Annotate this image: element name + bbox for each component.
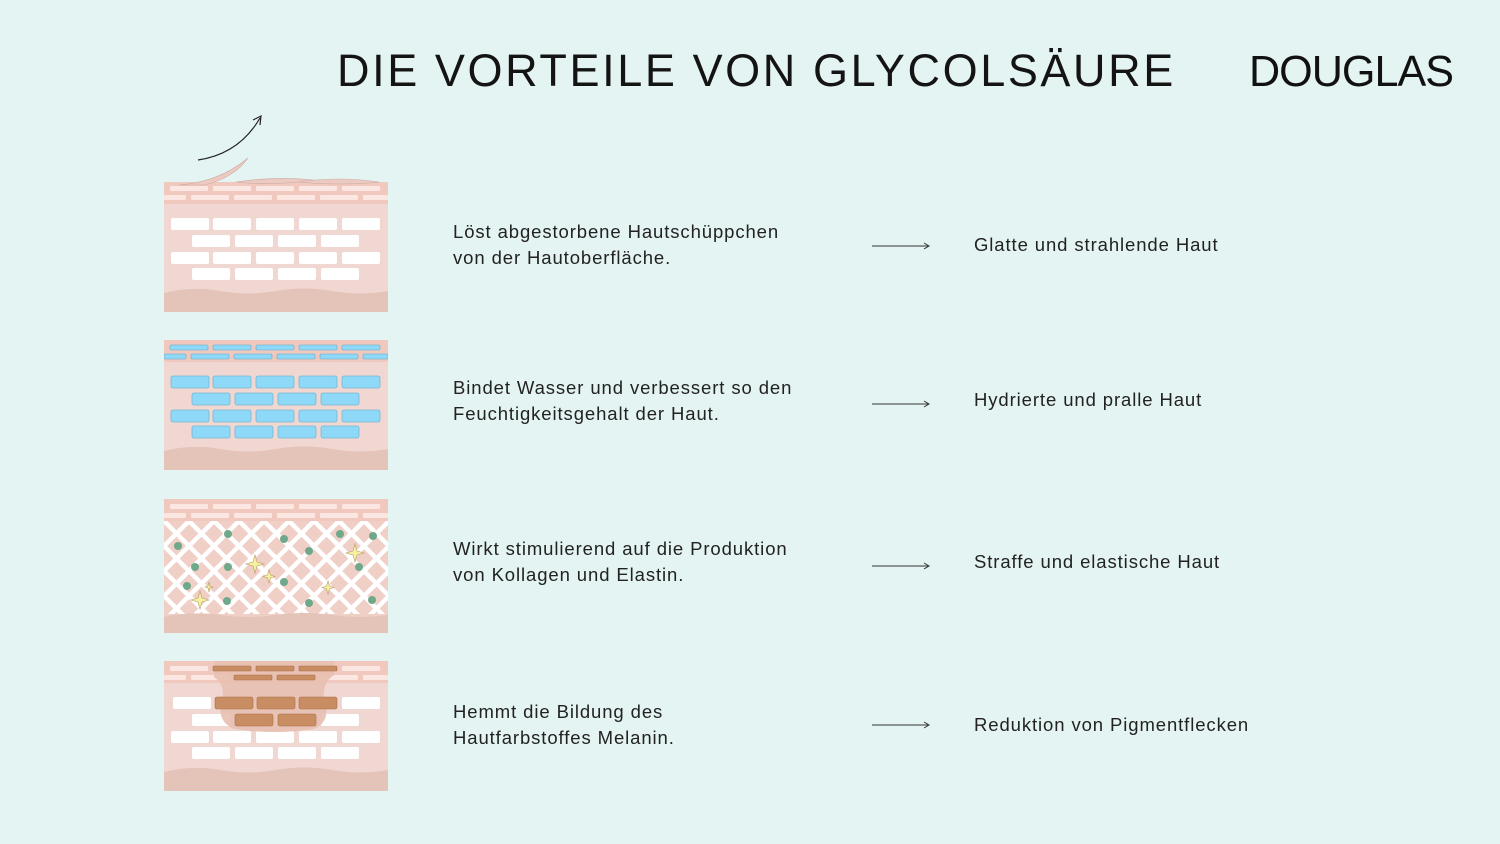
benefit-description: Wirkt stimulierend auf die Produktion vo… — [453, 536, 788, 588]
benefit-description: Löst abgestorbene Hautschüppchen von der… — [453, 219, 779, 271]
exfoliation-skin-icon — [164, 114, 388, 312]
benefit-result: Straffe und elastische Haut — [974, 551, 1221, 572]
arrow-right-icon — [872, 242, 930, 250]
description-line-2: von der Hautoberfläche. — [453, 247, 672, 268]
pigmentation-skin-icon — [164, 661, 388, 791]
arrow-right-icon — [872, 562, 930, 570]
description-line-1: Löst abgestorbene Hautschüppchen — [453, 221, 780, 242]
description-line-1: Hemmt die Bildung des — [453, 701, 664, 722]
description-line-2: Hautfarbstoffes Melanin. — [453, 727, 675, 748]
hydration-skin-icon — [164, 340, 388, 470]
description-line-2: Feuchtigkeitsgehalt der Haut. — [453, 403, 720, 424]
collagen-skin-icon — [164, 499, 388, 633]
benefit-result: Reduktion von Pigmentflecken — [974, 714, 1250, 735]
benefit-description: Hemmt die Bildung des Hautfarbstoffes Me… — [453, 699, 675, 751]
arrow-right-icon — [872, 721, 930, 729]
description-line-1: Bindet Wasser und verbessert so den — [453, 377, 793, 398]
benefit-result: Glatte und strahlende Haut — [974, 234, 1219, 255]
arrow-right-icon — [872, 400, 930, 408]
benefit-description: Bindet Wasser und verbessert so den Feuc… — [453, 375, 792, 427]
douglas-logo: DOUGLAS — [1249, 47, 1454, 96]
benefit-result: Hydrierte und pralle Haut — [974, 389, 1203, 410]
description-line-2: von Kollagen und Elastin. — [453, 564, 685, 585]
description-line-1: Wirkt stimulierend auf die Produktion — [453, 538, 788, 559]
page-title: DIE VORTEILE VON GLYCOLSÄURE — [337, 45, 1176, 96]
